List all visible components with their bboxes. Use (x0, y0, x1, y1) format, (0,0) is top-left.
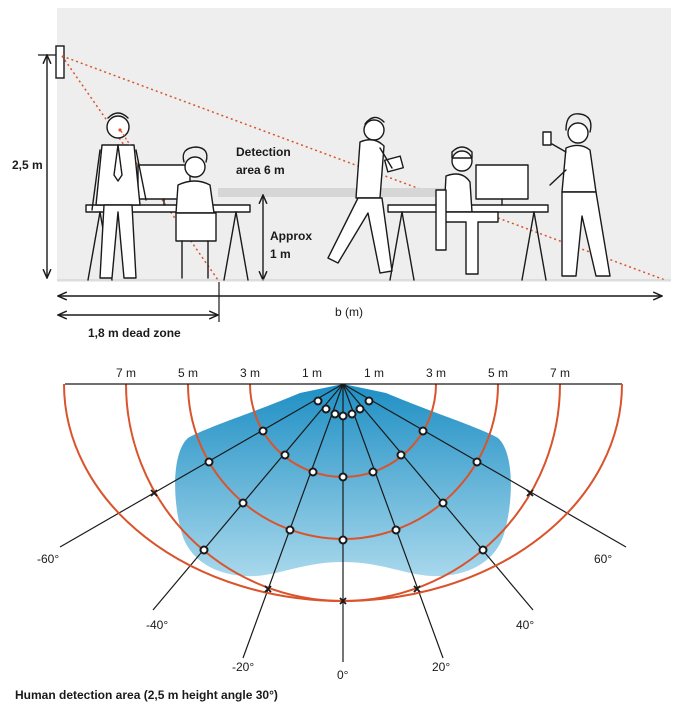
limit-markers (150, 489, 534, 605)
distance-left-5m: 5 m (178, 366, 198, 380)
angle-label-0: 0° (337, 668, 349, 682)
detection-label-2: area 6 m (236, 163, 285, 177)
distance-left-3m: 3 m (240, 366, 260, 380)
distance-left-1m: 1 m (302, 366, 322, 380)
approx-label-2: 1 m (270, 247, 291, 261)
person-walking (327, 116, 404, 274)
dead-zone-label: 1,8 m dead zone (88, 326, 181, 340)
detection-band (218, 188, 468, 197)
angle-label-60: 60° (594, 552, 612, 566)
person-standing-left (91, 112, 147, 279)
angle-label-neg40: -40° (146, 618, 168, 632)
side-view: 2,5 m Approx 1 m Detection area 6 m (12, 8, 671, 340)
distance-right-3m: 3 m (426, 366, 446, 380)
person-seated-left (175, 146, 217, 279)
distance-right-1m: 1 m (364, 366, 384, 380)
approx-label-1: Approx (270, 229, 312, 243)
detection-points (199, 396, 488, 555)
distance-right-5m: 5 m (488, 366, 508, 380)
angle-rays (59, 383, 627, 662)
caption: Human detection area (2,5 m height angle… (15, 688, 278, 702)
angle-label-40: 40° (516, 618, 534, 632)
detection-label-1: Detection (236, 145, 291, 159)
sensor-icon (55, 45, 65, 79)
height-label: 2,5 m (12, 158, 43, 172)
distance-left-7m: 7 m (116, 366, 136, 380)
angle-label-neg20: -20° (232, 660, 254, 674)
person-seated-right (435, 146, 499, 275)
distance-right-7m: 7 m (550, 366, 570, 380)
angle-label-neg60: -60° (37, 552, 59, 566)
top-view: 7 m 5 m 3 m 1 m 1 m 3 m 5 m 7 m -60° -40… (37, 366, 627, 682)
angle-label-20: 20° (432, 660, 450, 674)
b-label: b (m) (335, 305, 363, 319)
person-standing-right (542, 113, 611, 277)
